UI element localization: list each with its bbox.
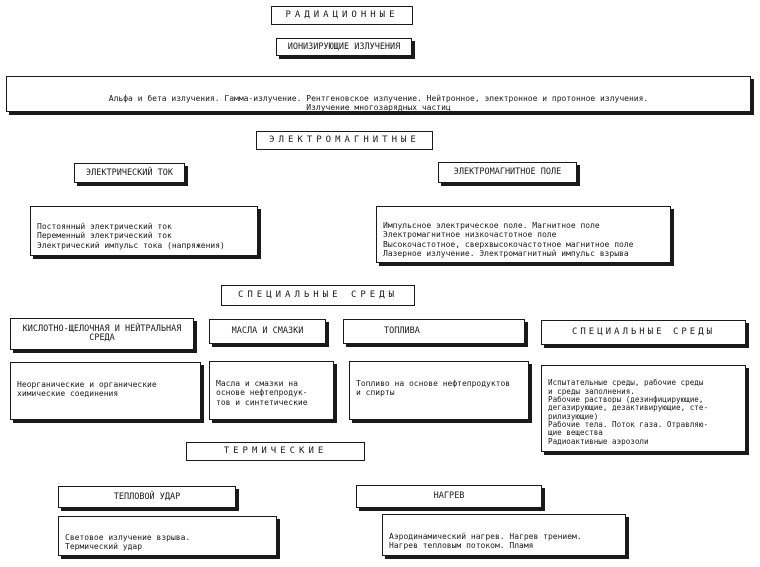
em-field-body-text: Импульсное электрическое поле. Магнитное… <box>383 221 634 258</box>
fuel-body: Топливо на основе нефтепродуктов и спирт… <box>349 361 529 420</box>
ionizing-label-text: ИОНИЗИРУЮЩИЕ ИЗЛУЧЕНИЯ <box>287 41 401 52</box>
oils-label-text: МАСЛА И СМАЗКИ <box>231 326 304 337</box>
heat-shock-body: Световое излучение взрыва. Термический у… <box>58 516 277 556</box>
em-field-label: ЭЛЕКТРОМАГНИТНОЕ ПОЛЕ <box>438 162 577 183</box>
electric-current-body: Постоянный электрический ток Переменный … <box>30 206 258 256</box>
ionizing-body: Альфа и бета излучения. Гамма-излучение.… <box>6 76 751 112</box>
oils-body: Масла и смазки на основе нефтепродук- то… <box>209 361 334 420</box>
special-body-text: Испытательные среды, рабочие среды и сре… <box>548 378 709 446</box>
acid-label-text: КИСЛОТНО-ЩЕЛОЧНАЯ И НЕЙТРАЛЬНАЯ СРЕДА <box>22 324 182 343</box>
heat-shock-label: ТЕПЛОВОЙ УДАР <box>58 486 236 508</box>
electric-current-label-text: ЭЛЕКТРИЧЕСКИЙ ТОК <box>86 167 173 178</box>
fuel-body-text: Топливо на основе нефтепродуктов и спирт… <box>356 379 511 398</box>
ionizing-body-text: Альфа и бета излучения. Гамма-излучение.… <box>108 94 649 113</box>
heating-body: Аэродинамический нагрев. Нагрев трением.… <box>382 514 626 556</box>
electromagnetic-title: ЭЛЕКТРОМАГНИТНЫЕ <box>256 131 433 150</box>
special-media-title-text: СПЕЦИАЛЬНЫЕ СРЕДЫ <box>237 289 399 300</box>
acid-label: КИСЛОТНО-ЩЕЛОЧНАЯ И НЕЙТРАЛЬНАЯ СРЕДА <box>10 318 194 350</box>
acid-body-text: Неорганические и органические химические… <box>17 380 157 399</box>
special-media-title: СПЕЦИАЛЬНЫЕ СРЕДЫ <box>221 285 415 306</box>
electric-current-label: ЭЛЕКТРИЧЕСКИЙ ТОК <box>74 163 185 183</box>
oils-body-text: Масла и смазки на основе нефтепродук- то… <box>216 379 308 407</box>
ionizing-label: ИОНИЗИРУЮЩИЕ ИЗЛУЧЕНИЯ <box>276 38 412 56</box>
electromagnetic-title-text: ЭЛЕКТРОМАГНИТНЫЕ <box>269 134 420 145</box>
special-body: Испытательные среды, рабочие среды и сре… <box>541 365 746 452</box>
thermal-title-text: ТЕРМИЧЕСКИЕ <box>223 445 328 456</box>
heating-label: НАГРЕВ <box>356 485 542 508</box>
heat-shock-label-text: ТЕПЛОВОЙ УДАР <box>113 491 181 502</box>
special-label-text: СПЕЦИАЛЬНЫЕ СРЕДЫ <box>571 326 716 337</box>
heat-shock-body-text: Световое излучение взрыва. Термический у… <box>65 533 191 552</box>
radiation-title-text: РАДИАЦИОННЫЕ <box>285 9 399 20</box>
thermal-title: ТЕРМИЧЕСКИЕ <box>186 442 365 461</box>
heating-label-text: НАГРЕВ <box>433 491 465 502</box>
electric-current-body-text: Постоянный электрический ток Переменный … <box>37 222 225 250</box>
special-label: СПЕЦИАЛЬНЫЕ СРЕДЫ <box>541 320 746 345</box>
radiation-title: РАДИАЦИОННЫЕ <box>271 6 413 25</box>
acid-body: Неорганические и органические химические… <box>10 362 201 420</box>
em-field-body: Импульсное электрическое поле. Магнитное… <box>376 206 671 263</box>
oils-label: МАСЛА И СМАЗКИ <box>209 319 326 344</box>
fuel-label-text: ТОПЛИВА <box>384 326 420 337</box>
heating-body-text: Аэродинамический нагрев. Нагрев трением.… <box>389 532 582 551</box>
fuel-label: ТОПЛИВА <box>343 319 525 344</box>
em-field-label-text: ЭЛЕКТРОМАГНИТНОЕ ПОЛЕ <box>453 167 562 178</box>
